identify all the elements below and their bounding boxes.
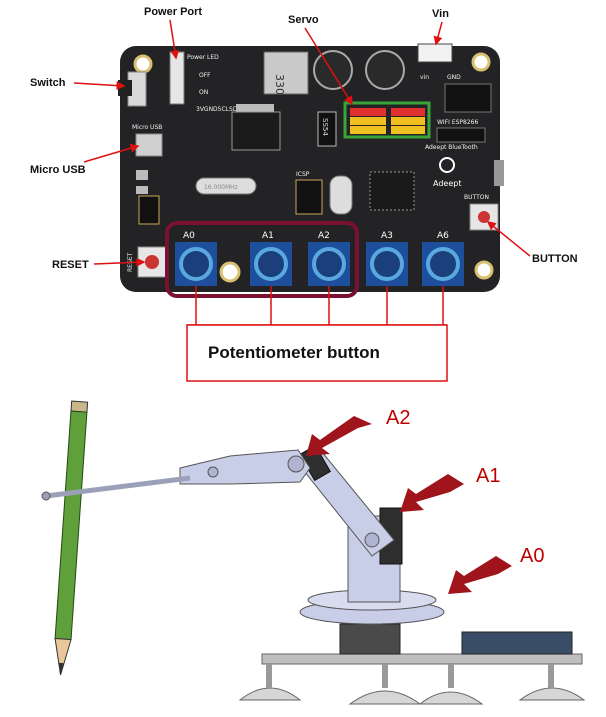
smd-part: [136, 186, 148, 194]
control-board: Power LED OFF ON 3VGND5CLSDA Micro USB 3…: [118, 43, 504, 298]
potentiometer-a1: A1: [250, 231, 292, 286]
joint: [207, 466, 219, 478]
callout-micro-usb: Micro USB: [30, 164, 86, 176]
silk-micro-usb: Micro USB: [132, 124, 162, 131]
silk-ss54: SS54: [321, 118, 329, 136]
arm-arrows: [306, 416, 512, 594]
mcu-chip: [369, 171, 415, 211]
arm-label-a1: A1: [476, 465, 500, 487]
pot-label-a6: A6: [437, 231, 449, 241]
silk-gnd: GND: [447, 74, 461, 81]
regulator-tab: [236, 104, 274, 114]
callout-reset: RESET: [52, 259, 89, 271]
callout-switch: Switch: [30, 77, 66, 89]
callout-vin: Vin: [432, 8, 449, 20]
silk-part-code: 3VGND5CLSDA: [196, 106, 242, 113]
pot-label-a3: A3: [381, 231, 393, 241]
micro-usb-port: [135, 133, 163, 157]
bluetooth-header: [436, 127, 486, 143]
mount-hole: [219, 261, 241, 283]
crystal: [195, 177, 257, 195]
vin-connector: [417, 43, 453, 63]
power-port: [169, 51, 185, 105]
joint: [364, 532, 380, 548]
silk-wifi: WIFI ESP8266: [437, 119, 479, 126]
silk-power-led: Power LED: [187, 54, 219, 61]
arrow-a0: [448, 556, 512, 594]
callout-power-port: Power Port: [144, 6, 202, 18]
silk-button: BUTTON: [464, 194, 489, 201]
ss54-diode: [317, 111, 337, 147]
pot-label-a0: A0: [183, 231, 195, 241]
arrow-a2: [306, 416, 372, 456]
silk-brand: Adeept: [433, 179, 461, 188]
wifi-header: [444, 83, 492, 113]
callout-servo: Servo: [288, 14, 319, 26]
silk-bluetooth: Adeept BlueTooth: [425, 144, 478, 151]
silk-icsp: ICSP: [296, 171, 310, 178]
inductor-330: [263, 51, 309, 95]
potentiometer-a2: A2: [308, 231, 350, 286]
pen-holder-rod: [45, 475, 191, 499]
rod-end: [41, 491, 51, 501]
arrow-a1: [400, 474, 464, 512]
silk-crystal: 16.000MHz: [204, 184, 238, 191]
smd-part: [136, 170, 148, 180]
pencil-icon: [54, 400, 89, 676]
base-servo: [339, 623, 401, 655]
suction-cups: [238, 664, 586, 705]
pot-label-a2: A2: [318, 231, 330, 241]
arm-label-a0: A0: [520, 545, 544, 567]
base-plate: [261, 653, 583, 665]
capacitor: [365, 50, 405, 90]
pot-label-a1: A1: [262, 231, 274, 241]
capacitor: [313, 50, 353, 90]
silk-on: ON: [199, 89, 208, 96]
brand-logo-icon: [439, 157, 455, 173]
mount-hole: [133, 54, 153, 74]
potentiometer-a3: A3: [366, 231, 408, 286]
board-callouts: Power Port Servo Vin Switch Micro USB RE…: [30, 6, 578, 271]
mount-hole: [474, 260, 494, 280]
pot-group-highlight: [165, 221, 359, 298]
potentiometer-caption: Potentiometer button: [186, 286, 448, 382]
oscillator: [329, 175, 353, 215]
regulator-body: [231, 111, 281, 151]
pcb-body: [120, 46, 500, 292]
user-button-cap: [478, 211, 490, 223]
reset-button-cap: [145, 255, 159, 269]
base-board: [461, 631, 573, 655]
silk-vin: vin: [420, 74, 429, 81]
servo-headers: [350, 108, 425, 134]
icsp-header: [295, 179, 323, 215]
caption-text: Potentiometer button: [208, 343, 380, 362]
silk-330: 330: [273, 74, 286, 95]
arm-label-a2: A2: [386, 407, 410, 429]
callout-button: BUTTON: [532, 253, 578, 265]
robotic-arm: [41, 400, 586, 705]
silk-off: OFF: [199, 72, 211, 79]
header-pins: [138, 195, 160, 225]
potentiometer-a0: A0: [175, 231, 217, 286]
joint: [287, 455, 305, 473]
caption-box: [186, 324, 448, 382]
power-switch-knob: [118, 80, 132, 96]
servo-header-highlight: [343, 101, 431, 139]
side-switch: [494, 160, 504, 186]
potentiometer-a6: A6: [422, 231, 464, 286]
mount-hole: [471, 52, 491, 72]
